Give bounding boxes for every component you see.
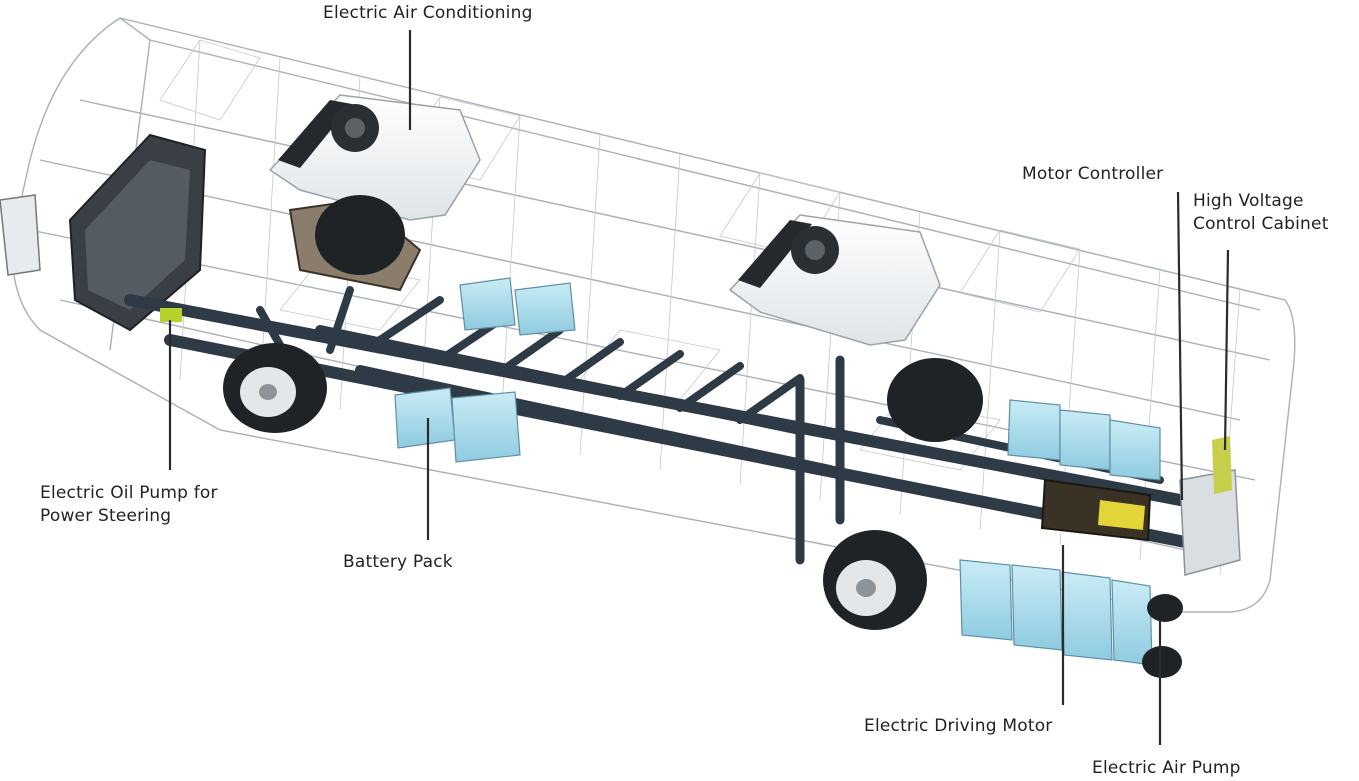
front-wheel (223, 195, 405, 433)
air-conditioner-rear (728, 214, 941, 346)
label-oil-pump: Electric Oil Pump for Power Steering (40, 483, 218, 526)
air-conditioner-front (268, 94, 481, 221)
label-air-pump: Electric Air Pump (1092, 758, 1241, 778)
label-driving-motor: Electric Driving Motor (864, 716, 1053, 736)
label-air-conditioning: Electric Air Conditioning (323, 3, 533, 23)
air-pump (1142, 594, 1183, 678)
label-motor-controller: Motor Controller (1022, 164, 1164, 184)
label-hv-control-cabinet: High Voltage Control Cabinet (1193, 191, 1329, 234)
leader-lines (168, 30, 1230, 745)
hv-control-cabinet (1179, 436, 1241, 576)
label-battery-pack: Battery Pack (343, 552, 453, 572)
front-cab-unit (0, 133, 207, 332)
oil-pump (160, 308, 182, 322)
rear-wheel (823, 358, 983, 630)
battery-packs (394, 277, 1161, 666)
driving-motor (1040, 478, 1152, 542)
